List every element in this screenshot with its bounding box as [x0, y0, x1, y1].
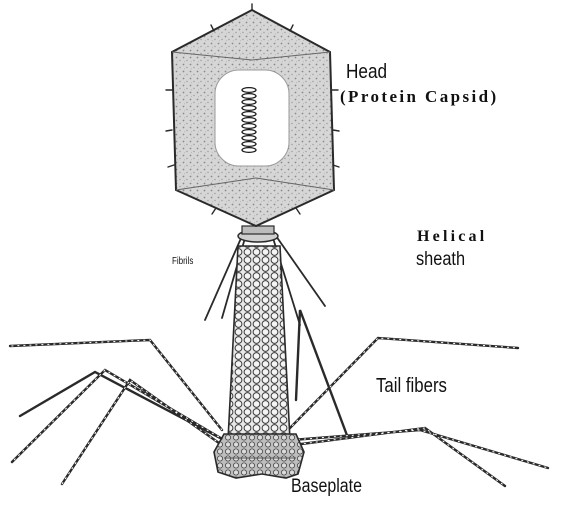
label-helical: Helical	[417, 229, 487, 245]
label-sheath: sheath	[416, 250, 465, 269]
label-protein-capsid: (Protein Capsid)	[340, 88, 499, 105]
baseplate	[214, 434, 304, 478]
label-tail-fibers: Tail fibers	[376, 376, 447, 396]
helical-sheath	[228, 246, 290, 440]
label-head: Head	[346, 62, 387, 82]
label-baseplate: Baseplate	[291, 477, 362, 496]
protein-capsid	[166, 4, 339, 226]
collar	[238, 226, 278, 242]
label-fibrils: Fibrils	[172, 257, 193, 267]
